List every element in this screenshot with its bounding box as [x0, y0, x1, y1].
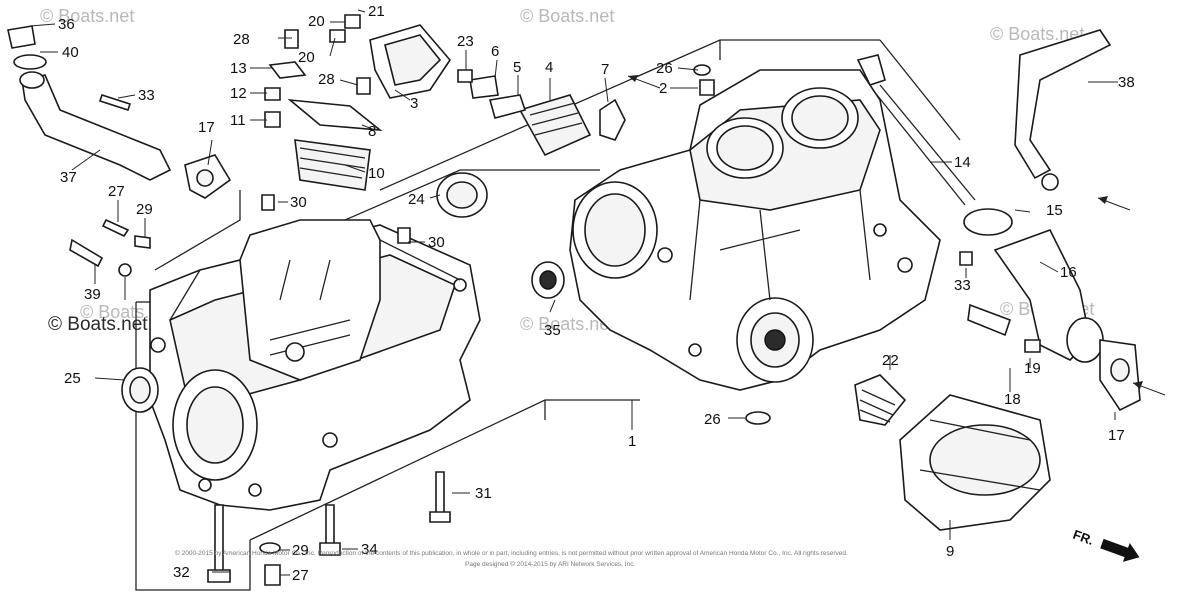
front-marker-label: FR. [1071, 527, 1096, 548]
callout-9: 9 [946, 543, 954, 560]
callout-31: 31 [475, 485, 492, 502]
fasteners-left [69, 93, 411, 413]
callout-40: 40 [62, 44, 79, 61]
callout-12: 12 [230, 85, 247, 102]
callout-21: 21 [368, 3, 385, 20]
callout-6: 6 [491, 43, 499, 60]
callout-18: 18 [1004, 391, 1021, 408]
callout-32: 32 [173, 564, 190, 581]
upper-crankcase [569, 69, 941, 391]
callout-25: 25 [64, 370, 81, 387]
callout-33b: 33 [954, 277, 971, 294]
callout-38: 38 [1118, 74, 1135, 91]
center-top-parts [436, 64, 715, 218]
callout-17b: 17 [1108, 427, 1125, 444]
callout-33: 33 [138, 87, 155, 104]
watermark: © Boats.net [40, 6, 134, 26]
callout-19: 19 [1024, 360, 1041, 377]
callout-20: 20 [308, 13, 325, 30]
callout-16: 16 [1060, 264, 1077, 281]
front-marker: FR. [1071, 527, 1140, 562]
section-frames [135, 39, 961, 591]
callout-4: 4 [545, 59, 553, 76]
callout-30: 30 [290, 194, 307, 211]
watermark-dark: © Boats.net [48, 314, 148, 335]
callout-35-center: 35 [544, 322, 561, 339]
callout-27b: 27 [292, 567, 309, 584]
copyright-notice: © 2000-2015 by American Honda Motor Co.,… [175, 549, 848, 568]
callout-24: 24 [408, 191, 425, 208]
leader-lines [29, 9, 1118, 576]
breather-pipe [7, 25, 232, 199]
callout-20b: 20 [298, 49, 315, 66]
arrow-icon [1098, 196, 1108, 204]
watermark: © Boats.net [990, 24, 1084, 44]
callout-36: 36 [58, 16, 75, 33]
oil-filter-group [531, 261, 1051, 531]
callout-5: 5 [513, 59, 521, 76]
callout-30b: 30 [428, 234, 445, 251]
callout-11: 11 [230, 112, 246, 129]
callout-26b: 26 [704, 411, 721, 428]
arrow-icon [1133, 381, 1143, 389]
callout-23: 23 [457, 33, 474, 50]
callout-39: 39 [84, 286, 101, 303]
callout-34: 34 [361, 541, 378, 558]
callout-28: 28 [233, 31, 250, 48]
right-side-parts [856, 29, 1141, 412]
bottom-bolts [207, 471, 451, 586]
callout-29b: 29 [292, 542, 309, 559]
callout-1: 1 [628, 433, 636, 450]
front-arrow-icon [1100, 538, 1140, 562]
callout-3: 3 [410, 95, 418, 112]
callout-27: 27 [108, 183, 125, 200]
copyright-line-2: Page designed © 2014-2015 by ARI Network… [465, 560, 635, 568]
direction-arrows [627, 75, 1166, 396]
callout-17: 17 [198, 119, 215, 136]
callout-7: 7 [601, 61, 609, 78]
callout-37: 37 [60, 169, 77, 186]
callout-labels: 36 40 33 17 37 27 29 39 35 25 28 13 12 1… [58, 3, 1135, 584]
callout-2: 2 [659, 80, 667, 97]
callout-15: 15 [1046, 202, 1063, 219]
copyright-line-1: © 2000-2015 by American Honda Motor Co.,… [175, 549, 848, 557]
callout-10: 10 [368, 165, 385, 182]
arrow-icon [628, 75, 638, 82]
watermark: © Boats.net [520, 314, 614, 334]
callout-22: 22 [882, 352, 899, 369]
watermark: © Boats.net [520, 6, 614, 26]
callout-29: 29 [136, 201, 153, 218]
callout-26: 26 [656, 60, 673, 77]
callout-14: 14 [954, 154, 971, 171]
cover-parts [264, 14, 452, 191]
lower-crankcase [149, 219, 481, 511]
callout-28b: 28 [318, 71, 335, 88]
callout-8: 8 [368, 123, 376, 140]
callout-13: 13 [230, 60, 247, 77]
